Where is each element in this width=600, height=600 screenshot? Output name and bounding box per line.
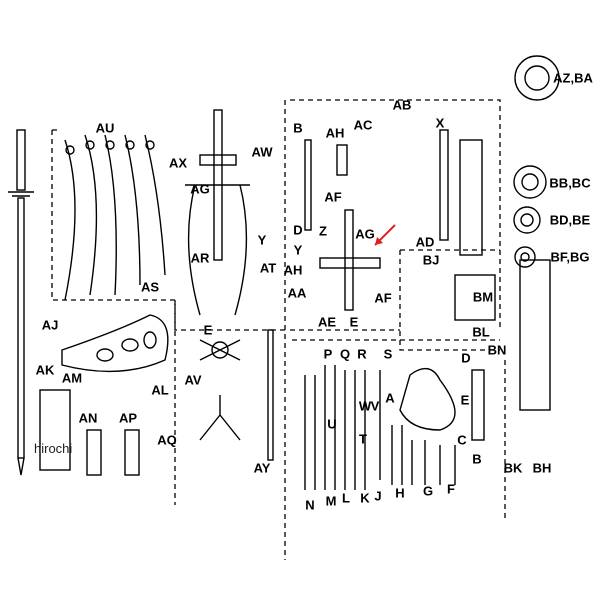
part-label: T xyxy=(359,431,367,447)
part-label: AF xyxy=(374,290,392,306)
part-label: AC xyxy=(353,117,373,133)
part-label: E xyxy=(460,392,470,408)
part-label: X xyxy=(435,115,445,131)
part-label: D xyxy=(293,222,303,238)
part-label: H xyxy=(395,485,405,501)
part-label: F xyxy=(447,481,455,497)
part-label: B xyxy=(472,451,482,467)
part-label: BB,BC xyxy=(549,175,591,191)
part-label: AA xyxy=(287,285,307,301)
watermark: hirochi xyxy=(34,441,73,456)
part-label: K xyxy=(360,490,370,506)
part-label: AY xyxy=(253,460,271,476)
section-dividers xyxy=(51,99,506,560)
part-label: P xyxy=(323,346,333,362)
part-label: AN xyxy=(78,410,98,426)
pointer-arrow-head xyxy=(375,237,383,245)
part-label: C xyxy=(457,432,467,448)
part-label: M xyxy=(325,493,337,509)
part-label: AJ xyxy=(41,317,59,333)
part-label: U xyxy=(327,416,337,432)
part-label: V xyxy=(370,398,380,414)
part-label: S xyxy=(383,346,393,362)
part-label: AH xyxy=(325,125,345,141)
part-label: Y xyxy=(257,232,267,248)
part-label: W xyxy=(358,398,372,414)
part-label: BK xyxy=(503,460,523,476)
part-label: E xyxy=(203,322,213,338)
part-label: Z xyxy=(319,223,327,239)
part-label: D xyxy=(461,350,471,366)
part-label: AB xyxy=(392,97,412,113)
part-label: AQ xyxy=(157,432,177,448)
part-label: BJ xyxy=(422,252,440,268)
part-label: AF xyxy=(324,189,342,205)
part-label: AR xyxy=(190,250,210,266)
part-label: G xyxy=(422,483,434,499)
part-label: AV xyxy=(184,372,202,388)
part-label: BN xyxy=(487,342,507,358)
part-label: J xyxy=(374,488,382,504)
part-label: AS xyxy=(140,279,160,295)
part-label: R xyxy=(357,346,367,362)
part-label: Y xyxy=(293,242,303,258)
part-label: L xyxy=(342,490,350,506)
tools xyxy=(8,55,560,490)
part-label: AZ,BA xyxy=(553,70,593,86)
part-label: BH xyxy=(532,460,552,476)
part-label: AK xyxy=(35,362,55,378)
part-label: AW xyxy=(251,144,273,160)
part-label: AD xyxy=(415,234,435,250)
part-label: B xyxy=(293,120,303,136)
part-label: Q xyxy=(339,346,351,362)
part-label: BD,BE xyxy=(549,212,591,228)
part-label: N xyxy=(305,497,315,513)
part-label: BL xyxy=(472,324,490,340)
part-label: AG xyxy=(190,181,210,197)
part-label: BM xyxy=(472,289,494,305)
part-label: AP xyxy=(118,410,138,426)
part-label: AG xyxy=(355,226,375,242)
part-label: AX xyxy=(168,155,188,171)
part-label: AL xyxy=(151,382,169,398)
part-label: AE xyxy=(317,314,337,330)
part-label: BF,BG xyxy=(550,249,590,265)
part-label: AM xyxy=(61,370,83,386)
part-label: A xyxy=(385,390,395,406)
part-label: E xyxy=(349,314,359,330)
part-label: AH xyxy=(283,262,303,278)
part-label: AT xyxy=(259,260,277,276)
part-label: AU xyxy=(95,120,115,136)
